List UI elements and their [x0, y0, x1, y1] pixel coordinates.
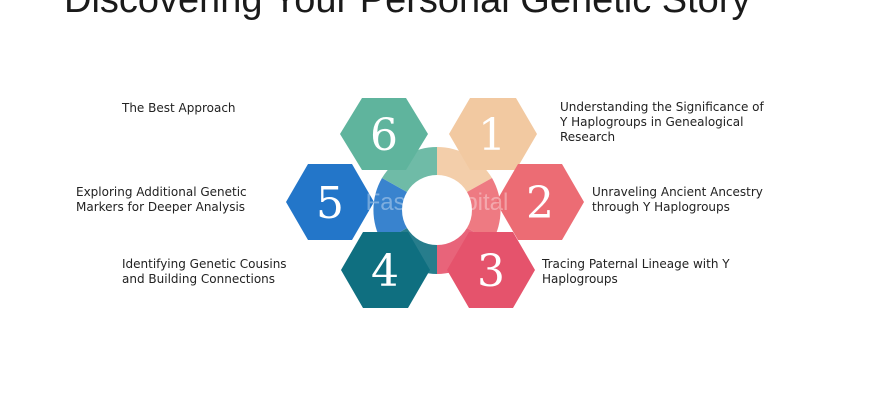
- ring-wedge-5: [373, 178, 407, 242]
- ring-wedge-2: [467, 178, 501, 242]
- hexagon-2-shape: [496, 164, 584, 240]
- hexagon-3-shape: [447, 232, 535, 308]
- hexagon-4-shape: [341, 232, 430, 308]
- hexagon-6: 6: [340, 98, 428, 170]
- step-label-3: Tracing Paternal Lineage with Y Haplogro…: [542, 257, 730, 286]
- ring-wedge-1: [437, 146, 492, 192]
- hexagon-2: 2: [496, 164, 584, 240]
- hexagon-4: 4: [341, 232, 430, 308]
- step-label-5: Exploring Additional Genetic Markers for…: [76, 185, 247, 214]
- hexagon-3: 3: [447, 232, 535, 308]
- hexagon-6-shape: [340, 98, 428, 170]
- ring-wedge-6: [382, 146, 437, 192]
- step-number-5: 5: [316, 178, 344, 229]
- step-number-4: 4: [371, 246, 399, 297]
- step-number-3: 3: [477, 246, 505, 297]
- step-label-1: Understanding the Significance of Y Hapl…: [560, 100, 764, 144]
- hexagon-1-shape: [449, 98, 537, 170]
- step-label-6: The Best Approach: [122, 101, 236, 115]
- step-number-2: 2: [526, 178, 554, 229]
- step-label-4: Identifying Genetic Cousins and Building…: [122, 257, 287, 286]
- step-label-2: Unraveling Ancient Ancestry through Y Ha…: [592, 185, 763, 214]
- watermark-text: FasterCapital: [366, 189, 509, 216]
- step-number-1: 1: [478, 110, 506, 161]
- page-title: Discovering Your Personal Genetic Story: [64, 0, 751, 21]
- hexagon-1: 1: [449, 98, 537, 170]
- step-number-6: 6: [370, 110, 398, 161]
- hexagon-5: 5: [286, 164, 374, 240]
- hexagon-5-shape: [286, 164, 374, 240]
